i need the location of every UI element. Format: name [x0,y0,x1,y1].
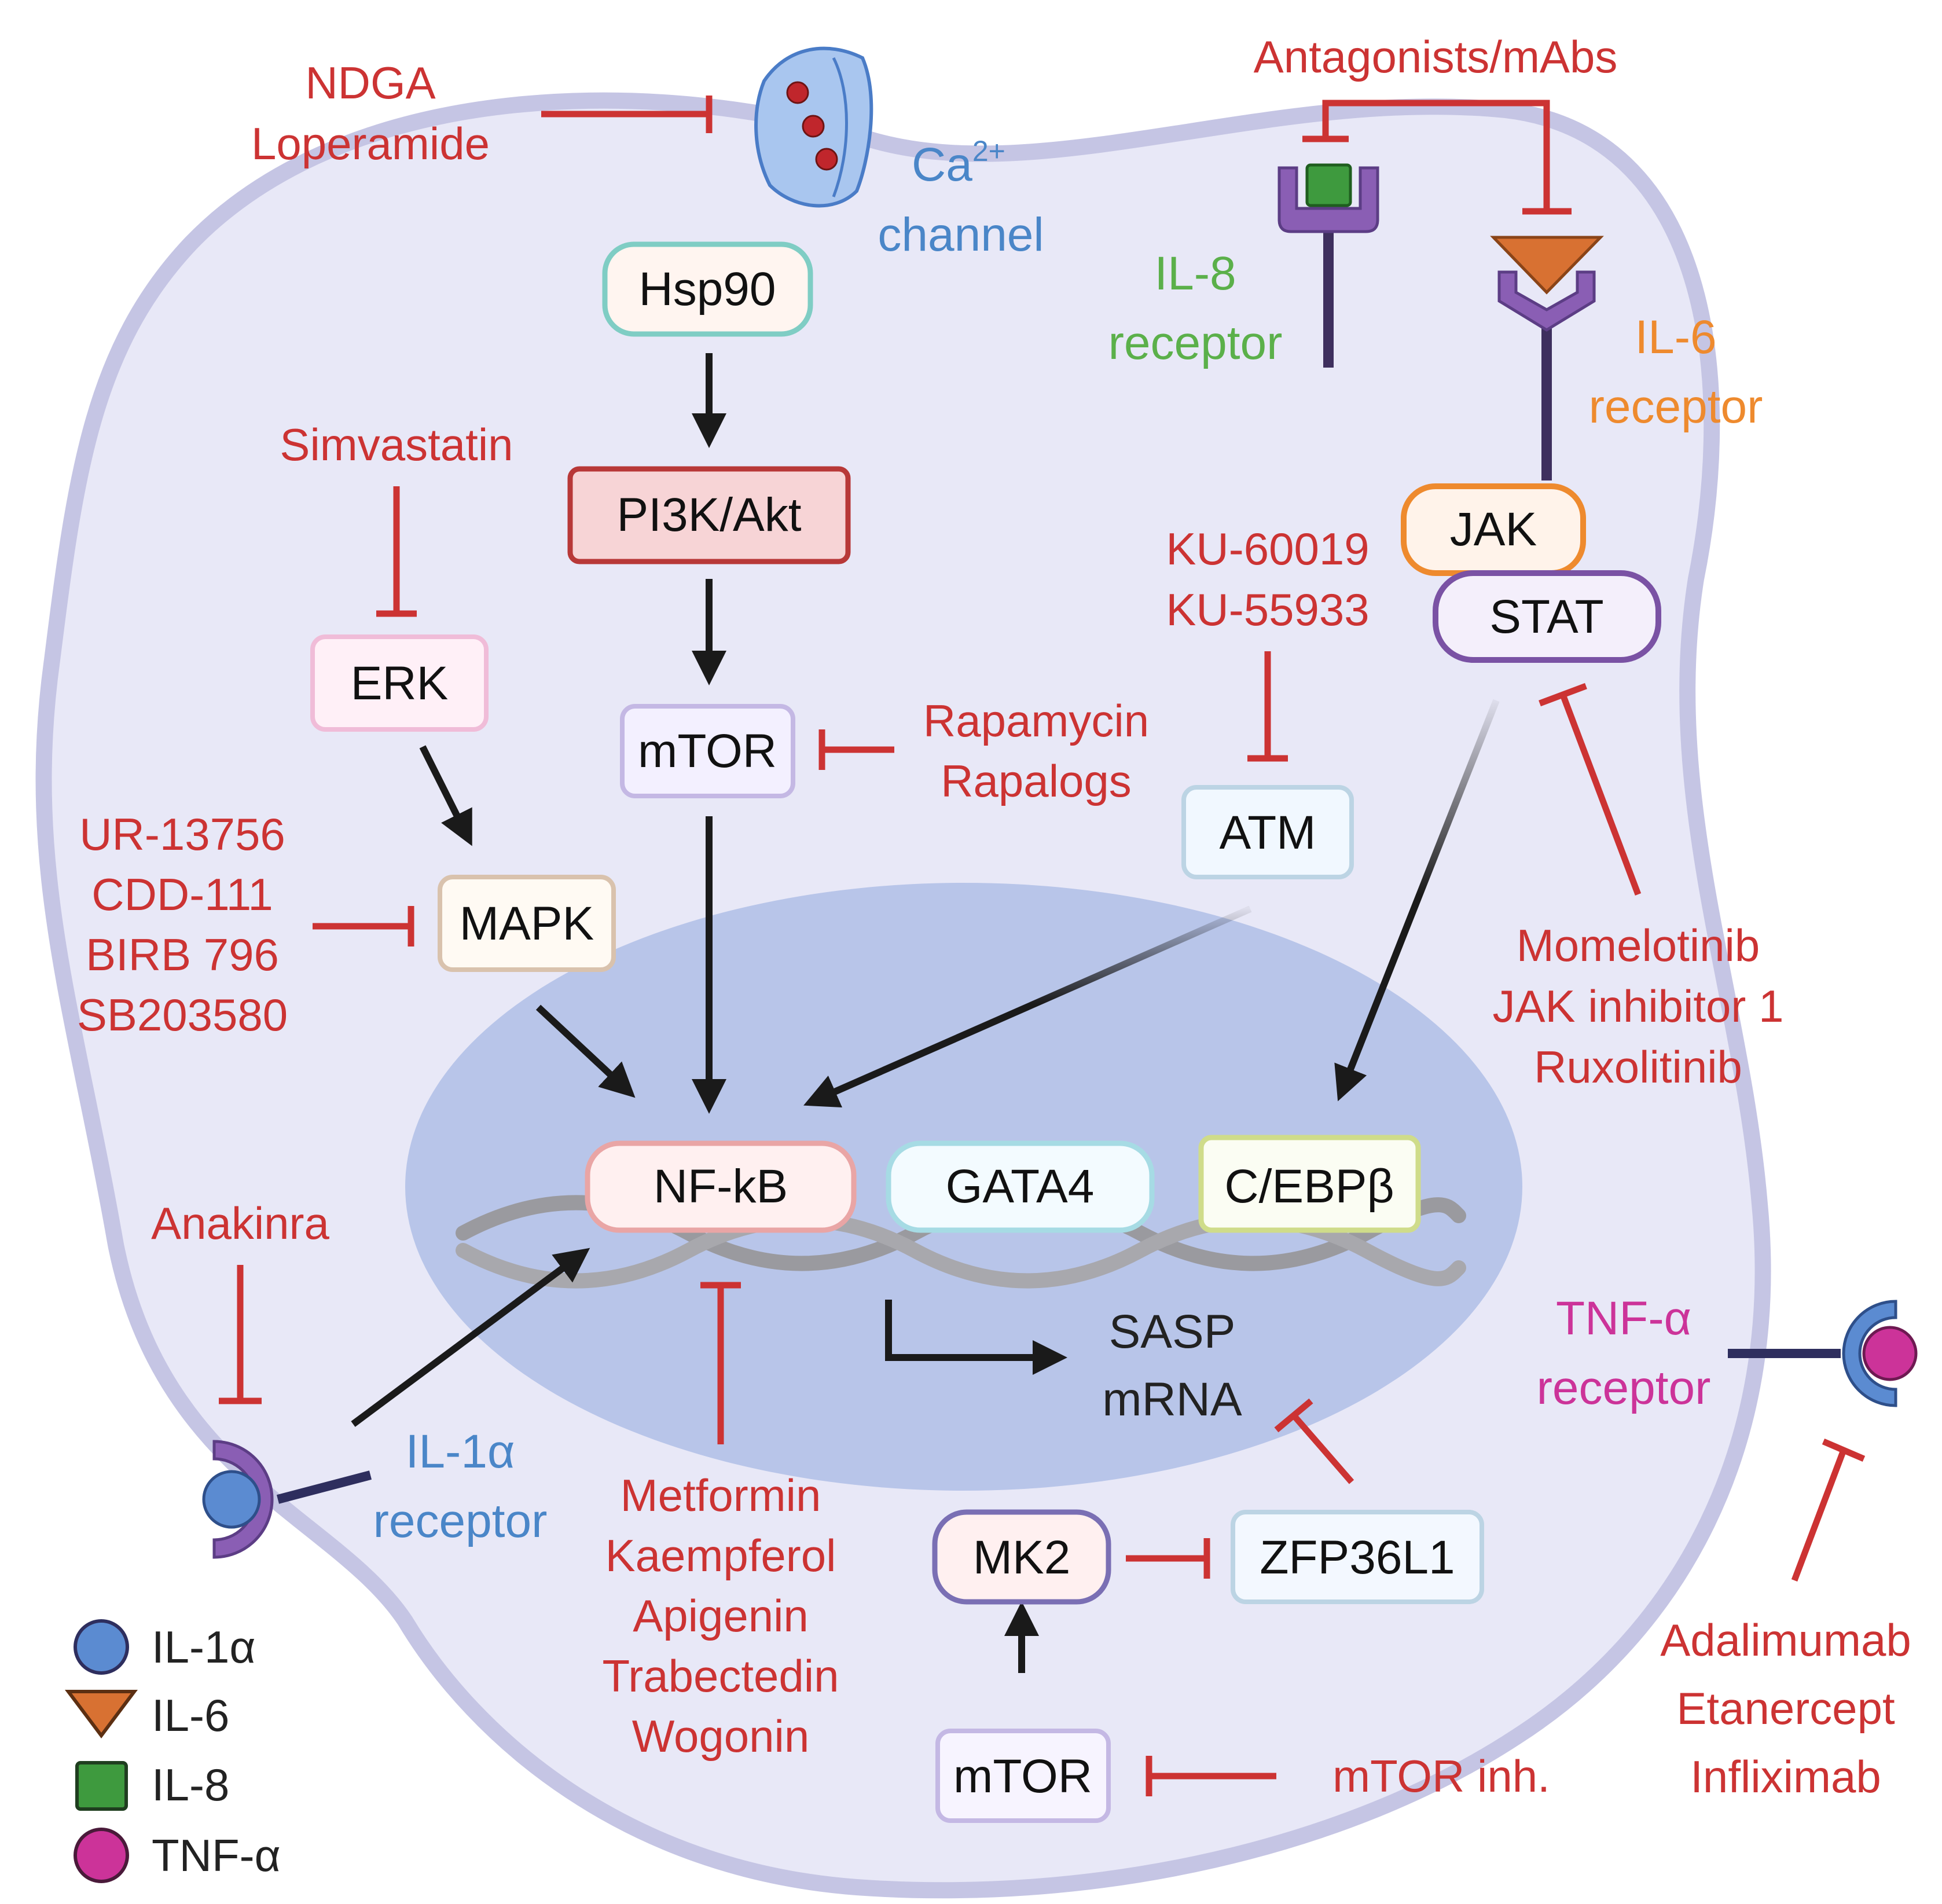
nfkb-node: NF-kB [585,1140,857,1233]
mapk-node: MAPK [438,875,616,972]
legend-il6: IL-6 [152,1690,229,1741]
mtor-top-label: mTOR [638,725,777,777]
drug-sb203580: SB203580 [77,989,288,1040]
tnfa-receptor-label: receptor [1537,1362,1711,1414]
il6-receptor-title: IL-6 [1635,311,1716,364]
drug-rapamycin: Rapamycin [923,695,1149,746]
il6-receptor-icon [1490,236,1604,480]
il8-receptor-label: receptor [1108,317,1283,369]
drug-antagonists: Antagonists/mAbs [1254,31,1618,82]
mk2-node: MK2 [932,1509,1111,1605]
drug-rapalogs: Rapalogs [941,755,1132,806]
blue-circle-icon [74,1619,129,1675]
hsp90-node: Hsp90 [602,241,813,337]
drug-trabectedin: Trabectedin [602,1650,839,1701]
il1a-receptor-icon [202,1440,372,1559]
il6-ligand-icon [1490,236,1604,295]
tnfa-ligand-icon [1862,1326,1918,1381]
ca-channel-title: Ca2+ [912,135,1005,191]
zfp36l1-node: ZFP36L1 [1231,1510,1484,1604]
drug-labels: NDGA Loperamide Antagonists/mAbs Simvast… [77,31,1911,1802]
legend: IL-1α IL-6 IL-8 TNF-α [65,1619,281,1883]
tnfa-receptor-title: TNF-α [1556,1292,1691,1345]
drug-anakinra: Anakinra [151,1198,329,1249]
ca-channel-label: channel [878,208,1044,261]
zfp36l1-label: ZFP36L1 [1260,1531,1455,1584]
drug-simvastatin: Simvastatin [280,419,513,470]
il1a-receptor-label: receptor [373,1495,548,1547]
drug-infliximab: Infliximab [1690,1751,1881,1802]
sasp-label: SASP [1109,1305,1236,1358]
drug-apigenin: Apigenin [633,1590,809,1641]
legend-il1a: IL-1α [152,1621,256,1672]
drug-ruxolitinib: Ruxolitinib [1534,1041,1742,1092]
atm-node: ATM [1181,785,1354,879]
il6-receptor-label: receptor [1589,380,1763,433]
atm-label: ATM [1219,806,1316,859]
pi3k-label: PI3K/Akt [616,489,801,541]
drug-adalimumab: Adalimumab [1660,1615,1911,1665]
il1a-ligand-icon [202,1470,261,1529]
il1a-receptor-title: IL-1α [406,1425,515,1478]
drug-ku60019: KU-60019 [1166,523,1369,574]
legend-tnfa: TNF-α [152,1830,281,1881]
il8-receptor-icon [1277,163,1379,368]
cebpb-label: C/EBPβ [1224,1160,1394,1213]
drug-birb796: BIRB 796 [86,929,279,980]
green-square-icon [75,1761,128,1811]
il8-receptor-title: IL-8 [1154,247,1236,300]
drug-ur13756: UR-13756 [79,809,285,860]
drug-kaempferol: Kaempferol [605,1530,836,1581]
activation-arrows [351,353,1500,1673]
nfkb-label: NF-kB [654,1160,788,1213]
drug-mtor-inh: mTOR inh. [1332,1751,1550,1802]
drug-jak-inhibitor-1: JAK inhibitor 1 [1493,981,1784,1032]
il8-ligand-icon [1305,163,1352,207]
mapk-label: MAPK [460,897,594,950]
gata4-node: GATA4 [886,1140,1155,1233]
cebpb-node: C/EBPβ [1198,1135,1421,1233]
orange-triangle-icon [65,1690,138,1738]
legend-il8: IL-8 [152,1759,229,1810]
stat-node: STAT [1433,570,1661,663]
drug-ku55933: KU-55933 [1166,584,1369,635]
gata4-label: GATA4 [946,1160,1095,1213]
inhibition-lines [219,96,1866,1796]
stat-label: STAT [1489,590,1603,643]
drug-loperamide: Loperamide [251,118,490,169]
jak-node: JAK [1401,483,1586,576]
pi3k-node: PI3K/Akt [567,466,851,564]
hsp90-label: Hsp90 [638,263,776,316]
drug-etanercept: Etanercept [1676,1683,1895,1734]
drug-metformin: Metformin [621,1470,821,1521]
mrna-label: mRNA [1102,1373,1242,1426]
erk-node: ERK [310,634,489,732]
drug-momelotinib: Momelotinib [1517,920,1760,971]
mtor-top-node: mTOR [620,704,795,798]
mtor-bottom-node: mTOR [935,1729,1111,1823]
jak-label: JAK [1450,503,1537,556]
mtor-bottom-label: mTOR [953,1750,1092,1803]
drug-ndga: NDGA [305,57,435,108]
drug-wogonin: Wogonin [632,1711,809,1762]
magenta-circle-icon [74,1828,129,1883]
drug-cdd111: CDD-111 [91,869,273,920]
mk2-label: MK2 [973,1531,1071,1584]
tnfa-receptor-icon [1728,1300,1918,1407]
calcium-channel-icon [754,46,873,208]
erk-label: ERK [351,657,449,710]
